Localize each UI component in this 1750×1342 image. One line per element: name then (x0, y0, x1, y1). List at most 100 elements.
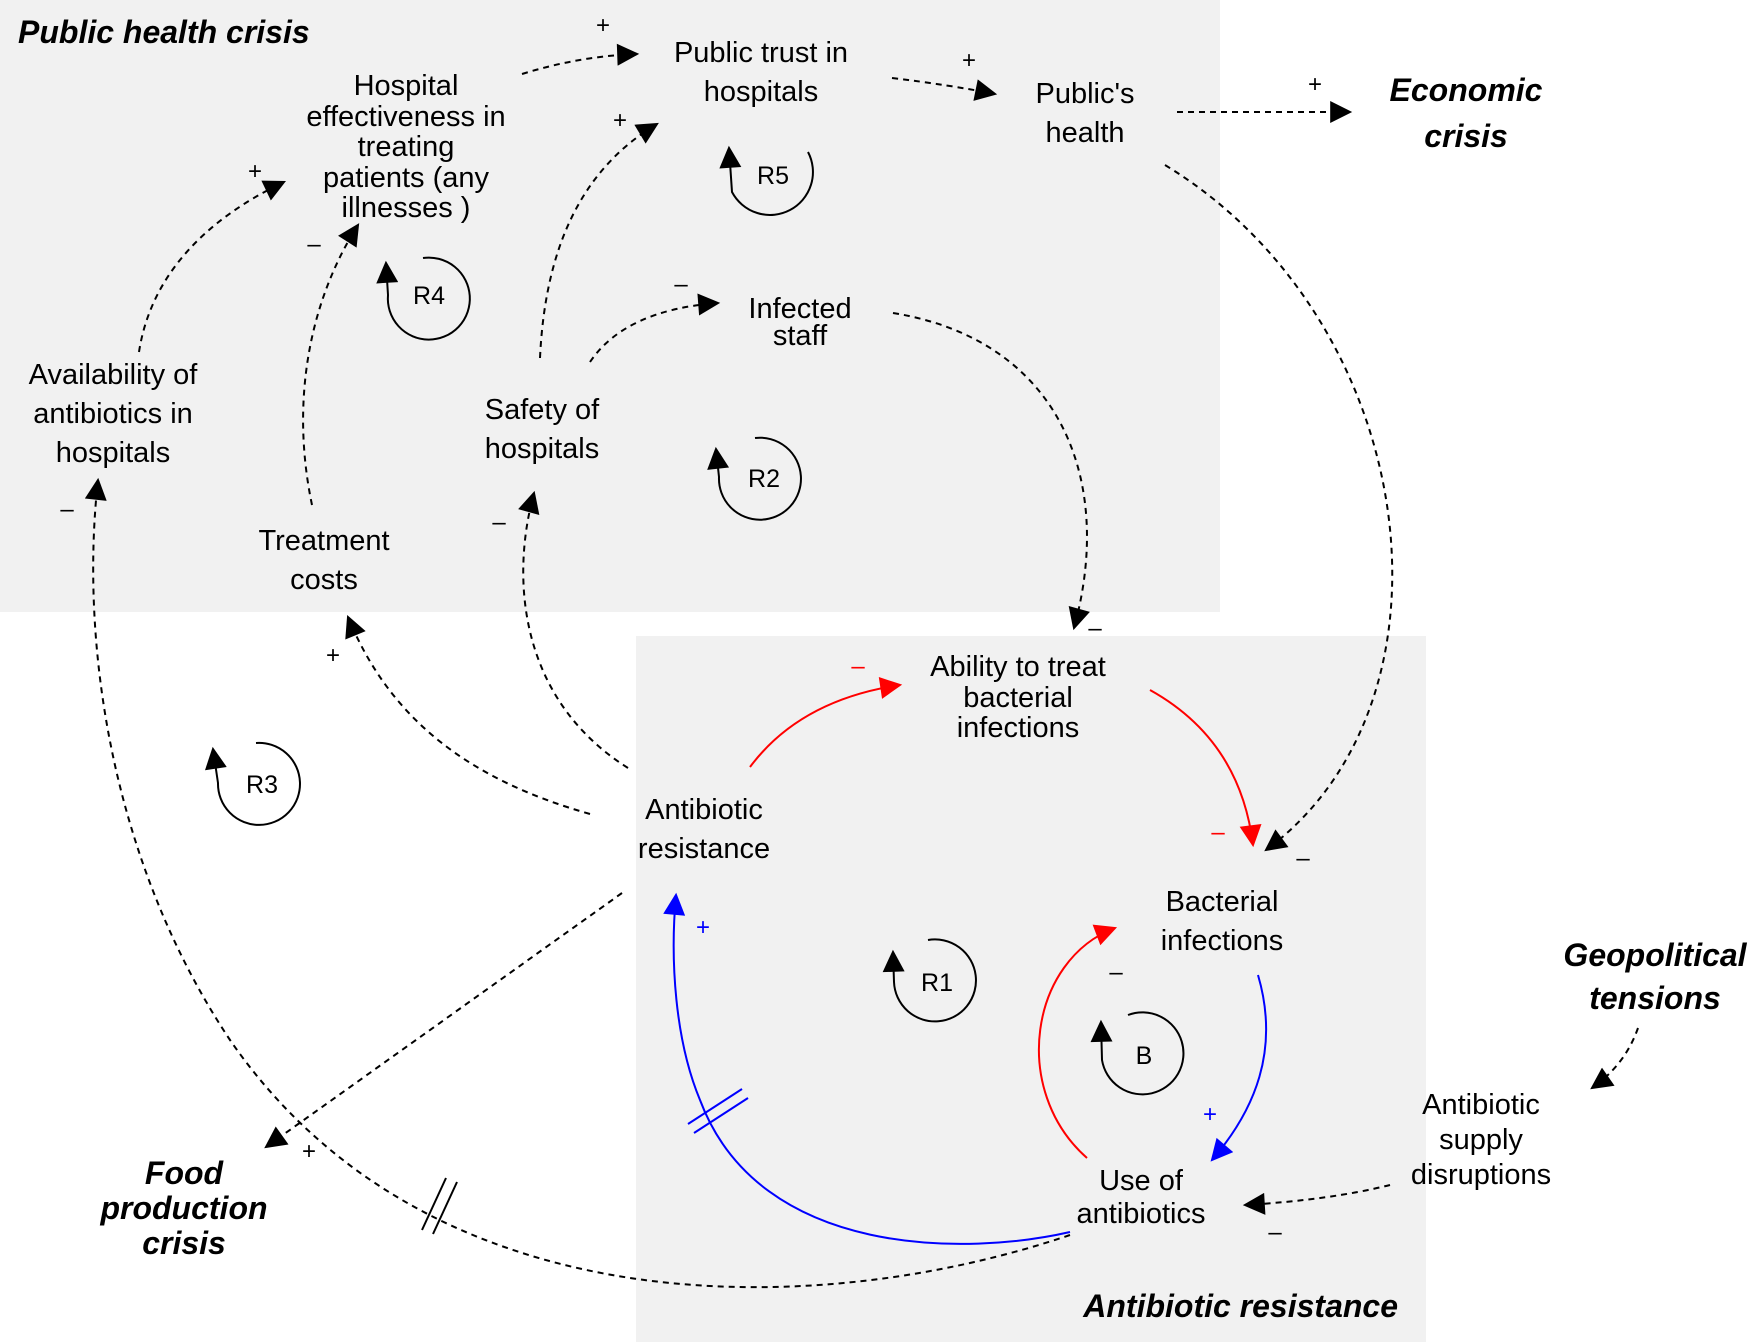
sign-plus-blue: + (696, 914, 710, 941)
node-line: hospitals (704, 76, 818, 108)
loop-label-r4: R4 (413, 282, 445, 310)
node-line: staff (773, 320, 828, 352)
sign-minus: – (674, 271, 688, 298)
outcome-line: crisis (1424, 118, 1508, 154)
sign-plus: + (248, 158, 262, 185)
loop-r5: R5 (719, 145, 814, 216)
node-line: effectiveness in (306, 101, 505, 133)
outcome-line: Economic (1390, 72, 1543, 108)
outcome-economic-crisis: Economic crisis (1390, 72, 1543, 154)
node-line: Infected (748, 293, 851, 325)
node-line: hospitals (56, 437, 170, 469)
node-bacterial-infections: Bacterial infections (1161, 886, 1284, 957)
sign-plus: + (302, 1138, 316, 1165)
node-line: disruptions (1411, 1159, 1551, 1191)
node-line: infections (957, 712, 1080, 744)
antibiotic-resistance-panel (636, 636, 1426, 1342)
link-resistance-to-ability (749, 677, 903, 768)
loop-b: B (1090, 1011, 1185, 1096)
node-public-trust: Public trust in hospitals (674, 37, 848, 108)
node-line: bacterial (963, 682, 1073, 714)
node-safety-of-hospitals: Safety of hospitals (485, 394, 600, 465)
loop-r4: R4 (376, 256, 471, 341)
sign-minus-red: – (851, 653, 865, 680)
outcome-line: tensions (1589, 980, 1721, 1016)
loop-r1: R1 (882, 938, 977, 1023)
link-infections-to-use (1210, 974, 1268, 1162)
node-line: Bacterial (1166, 886, 1279, 918)
outcome-line: Food (145, 1155, 225, 1191)
link-ability-to-infections (1149, 689, 1262, 848)
sign-minus: – (60, 496, 74, 523)
sign-plus: + (962, 47, 976, 74)
sign-minus: – (1296, 845, 1310, 872)
link-trust-to-health (891, 77, 998, 101)
link-geopolitics-to-supply (1590, 1027, 1639, 1090)
loop-label-b: B (1136, 1042, 1153, 1070)
node-line: Use of (1099, 1165, 1184, 1197)
public-health-panel (0, 0, 1220, 612)
sign-plus: + (613, 107, 627, 134)
loop-label-r5: R5 (757, 162, 789, 190)
polarity-signs: + + + + + – – – – – + – – – + – + + – (60, 12, 1322, 1246)
node-line: Hospital (354, 70, 459, 102)
sign-plus: + (596, 12, 610, 39)
node-line: treating (358, 131, 455, 163)
outcome-line: production (99, 1190, 267, 1226)
link-availability-to-effectiveness (138, 180, 286, 353)
loop-r3: R3 (204, 741, 301, 826)
node-antibiotic-supply-disruptions: Antibiotic supply disruptions (1411, 1089, 1551, 1191)
node-line: Treatment (258, 525, 389, 557)
outcome-line: Geopolitical (1563, 937, 1747, 973)
region-title-public-health: Public health crisis (18, 14, 310, 50)
sign-minus: – (1109, 959, 1123, 986)
loop-label-r1: R1 (921, 969, 953, 997)
link-resistance-to-food (264, 892, 623, 1149)
node-infected-staff: Infected staff (748, 293, 851, 352)
link-use-to-resistance (663, 892, 1071, 1245)
node-availability-of-antibiotics: Availability of antibiotics in hospitals (29, 359, 199, 469)
node-line: hospitals (485, 433, 599, 465)
link-resistance-to-safety (518, 490, 629, 769)
node-line: costs (290, 564, 358, 596)
node-line: Public's (1035, 78, 1134, 110)
node-line: antibiotics in (33, 398, 193, 430)
node-line: Antibiotic (645, 794, 763, 826)
node-line: infections (1161, 925, 1284, 957)
sign-minus: – (492, 509, 506, 536)
link-costs-to-effectiveness (302, 223, 360, 506)
node-line: antibiotics (1077, 1198, 1206, 1230)
node-line: patients (any (323, 162, 490, 194)
link-staff-to-ability (892, 312, 1090, 631)
sign-minus: – (307, 231, 321, 258)
outcome-line: crisis (142, 1225, 226, 1261)
link-health-to-infections (1164, 164, 1394, 852)
link-use-to-infections (1037, 924, 1118, 1159)
node-line: Ability to treat (930, 651, 1106, 683)
node-treatment-costs: Treatment costs (258, 525, 389, 596)
region-title-antibiotic-resistance: Antibiotic resistance (1082, 1288, 1398, 1324)
node-publics-health: Public's health (1035, 78, 1134, 149)
delay-marker-use-to-resistance (687, 1088, 749, 1134)
node-hospital-effectiveness: Hospital effectiveness in treating patie… (306, 70, 505, 224)
sign-minus: – (1268, 1219, 1282, 1246)
node-use-of-antibiotics: Use of antibiotics (1077, 1165, 1206, 1230)
node-antibiotic-resistance: Antibiotic resistance (638, 794, 770, 865)
node-line: resistance (638, 833, 770, 865)
delay-marker-use-to-availability (421, 1177, 458, 1235)
sign-plus: + (326, 642, 340, 669)
outcome-geopolitical-tensions: Geopolitical tensions (1563, 937, 1747, 1016)
link-use-to-availability (84, 477, 1071, 1289)
sign-plus: + (1308, 71, 1322, 98)
sign-plus-blue: + (1203, 1101, 1217, 1128)
loop-label-r3: R3 (246, 771, 278, 799)
outcome-food-production-crisis: Food production crisis (99, 1155, 267, 1261)
node-line: Antibiotic (1422, 1089, 1540, 1121)
node-line: Public trust in (674, 37, 848, 69)
loop-r2: R2 (707, 436, 802, 521)
link-safety-to-infected-staff (589, 293, 721, 363)
node-ability-to-treat: Ability to treat bacterial infections (930, 651, 1106, 744)
sign-minus-red: – (1211, 819, 1225, 846)
